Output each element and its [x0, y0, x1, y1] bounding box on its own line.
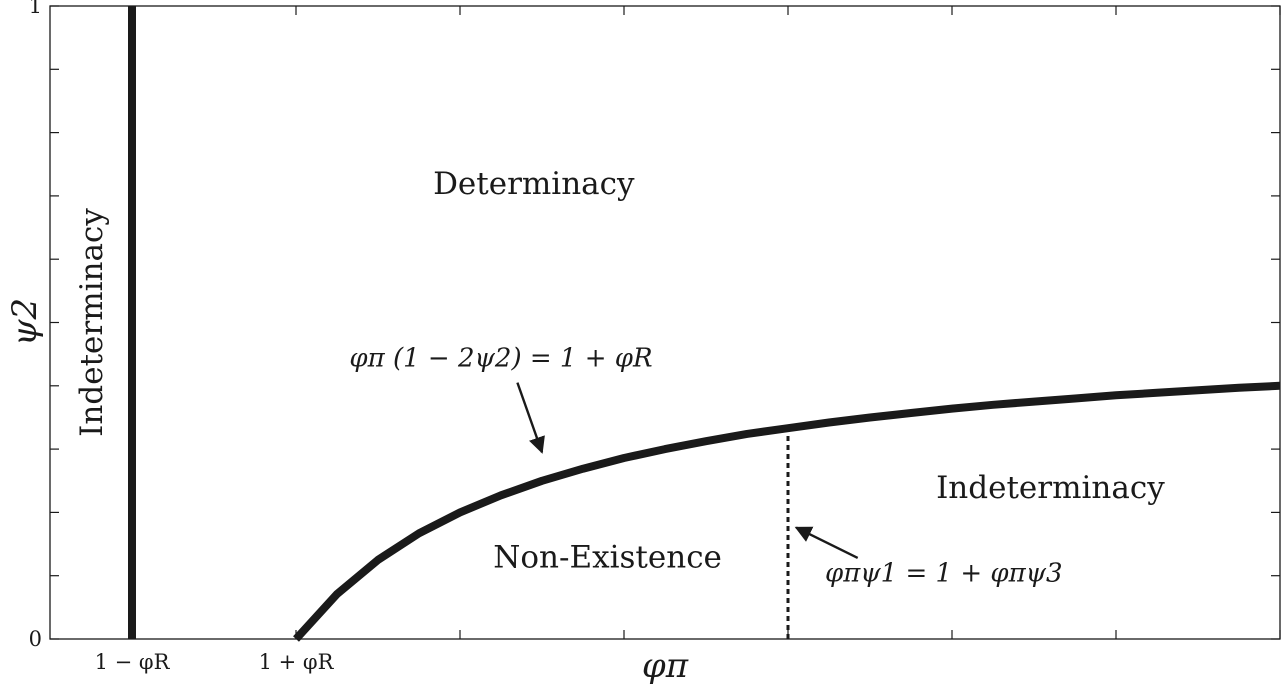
annotation-arrow-0: [516, 382, 545, 454]
y-tick-label-1: 1: [29, 0, 42, 18]
y-axis-label: ψ2: [5, 298, 45, 346]
annotation-label-1: φπψ1 = 1 + φπψ3: [825, 559, 1063, 589]
axis-tick-labels: 1 − φR 1 + φR 0 1: [29, 0, 335, 674]
x-tick-label-0: 1 − φR: [95, 650, 171, 674]
annotation-label-0: φπ (1 − 2ψ2) = 1 + φR: [349, 343, 652, 373]
y-tick-label-0: 0: [29, 627, 42, 651]
chart-annotations: φπ (1 − 2ψ2) = 1 + φR φπψ1 = 1 + φπψ3: [349, 343, 1062, 588]
x-tick-label-1: 1 + φR: [259, 650, 335, 674]
region-label-0: Determinacy: [433, 166, 635, 202]
region-labels: DeterminacyIndeterminacyIndeterminacyNon…: [74, 166, 1165, 575]
region-label-1: Indeterminacy: [74, 208, 110, 437]
region-label-2: Indeterminacy: [936, 470, 1165, 506]
chart-series: [128, 6, 1281, 642]
region-label-3: Non-Existence: [493, 540, 722, 576]
axis-ticks: [50, 5, 1281, 640]
annotation-arrow-1: [794, 526, 859, 560]
x-axis-label: φπ: [642, 646, 689, 686]
boundary-curve-1: [293, 381, 1281, 642]
